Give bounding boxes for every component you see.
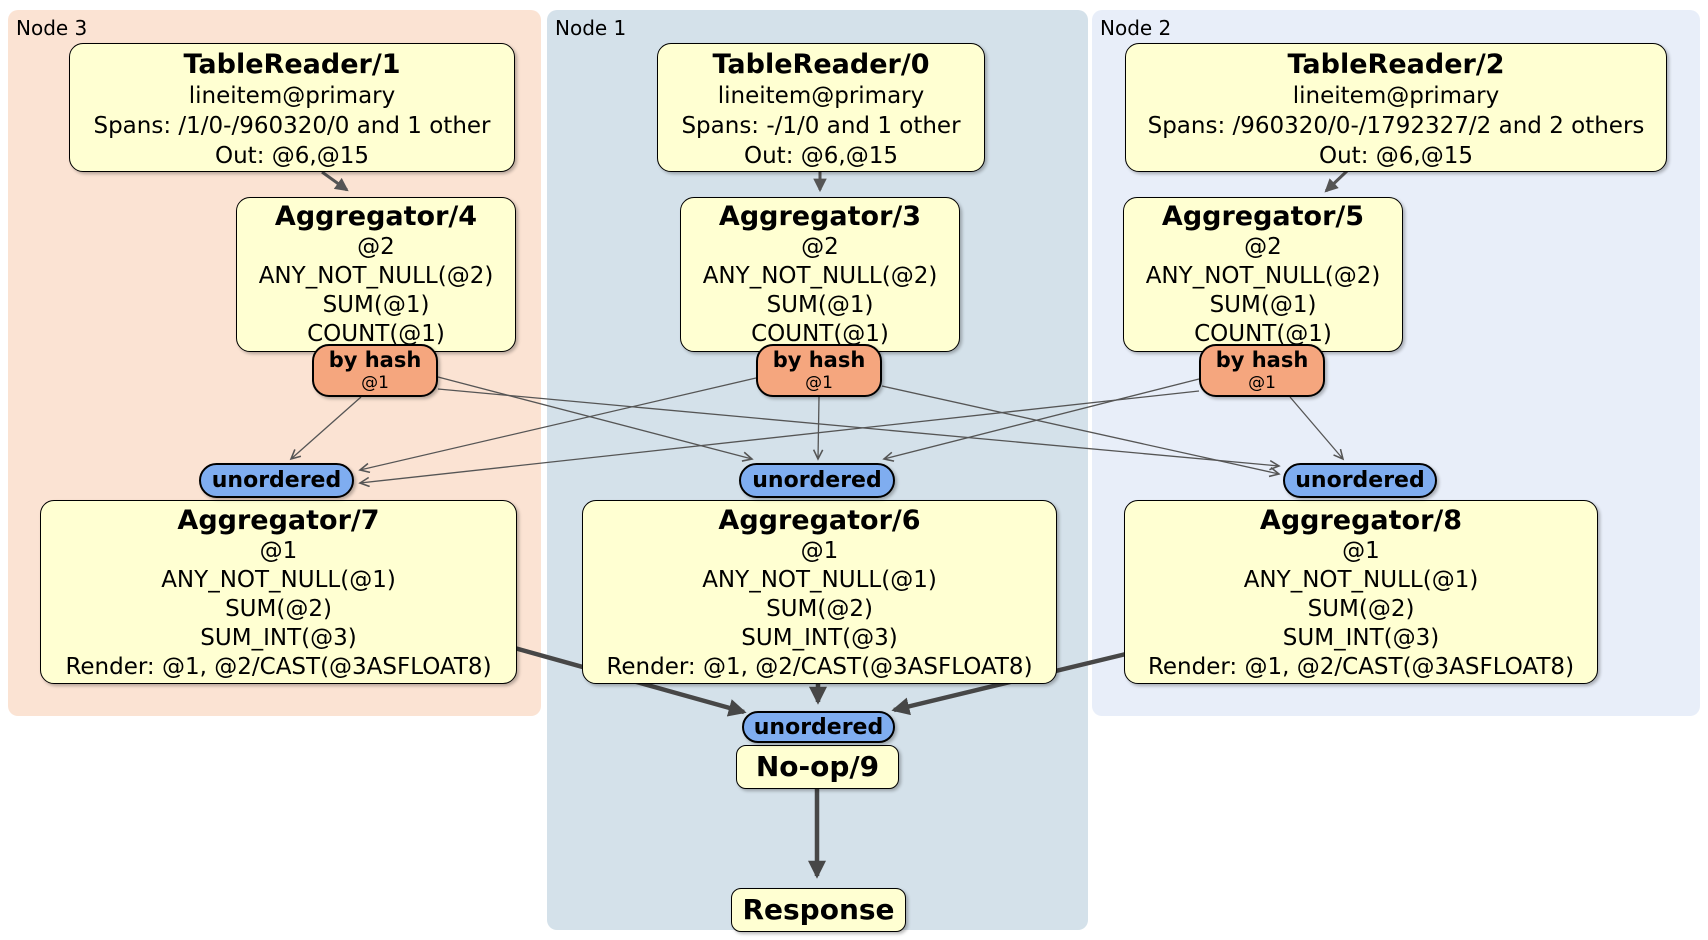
sync-label: unordered [752,468,882,493]
aggregator-6-box: Aggregator/6 @1 ANY_NOT_NULL(@1) SUM(@2)… [582,500,1057,684]
agg-func: SUM_INT(@3) [741,625,898,651]
router-label: by hash [328,348,422,372]
unordered-sync-agg8: unordered [1283,463,1437,498]
group-cols: @2 [1244,234,1282,260]
byhash-router-agg5: by hash @1 [1199,344,1325,397]
router-cols: @1 [361,373,389,393]
agg-func: COUNT(@1) [751,321,889,347]
processor-spans: Spans: /960320/0-/1792327/2 and 2 others [1147,113,1645,139]
render-expr: Render: @1, @2/CAST(@3ASFLOAT8) [606,654,1033,680]
group-cols: @1 [1342,538,1380,564]
processor-out: Out: @6,@15 [744,143,898,169]
agg-func: SUM(@2) [1307,596,1415,622]
processor-index: lineitem@primary [1292,83,1500,109]
node2-label: Node 2 [1100,16,1172,40]
node3-label: Node 3 [16,16,88,40]
processor-title: Response [742,893,895,926]
agg-func: ANY_NOT_NULL(@1) [161,567,396,593]
byhash-router-agg4: by hash @1 [312,344,438,397]
sync-label: unordered [753,714,884,740]
agg-func: SUM_INT(@3) [200,625,357,651]
group-cols: @1 [800,538,839,564]
aggregator-5-box: Aggregator/5 @2 ANY_NOT_NULL(@2) SUM(@1)… [1123,197,1403,352]
processor-title: TableReader/0 [712,49,930,80]
aggregator-8-box: Aggregator/8 @1 ANY_NOT_NULL(@1) SUM(@2)… [1124,500,1598,684]
processor-index: lineitem@primary [188,83,396,109]
router-cols: @1 [1248,373,1276,393]
router-label: by hash [1215,348,1309,372]
render-expr: Render: @1, @2/CAST(@3ASFLOAT8) [65,654,492,680]
router-label: by hash [772,348,866,372]
processor-spans: Spans: /1/0-/960320/0 and 1 other [93,113,491,139]
agg-func: ANY_NOT_NULL(@2) [258,263,494,289]
group-cols: @2 [357,234,395,260]
sync-label: unordered [1295,468,1425,493]
aggregator-7-box: Aggregator/7 @1 ANY_NOT_NULL(@1) SUM(@2)… [40,500,517,684]
render-expr: Render: @1, @2/CAST(@3ASFLOAT8) [1147,654,1575,680]
unordered-sync-noop: unordered [742,711,895,743]
agg-func: COUNT(@1) [307,321,445,347]
processor-spans: Spans: -/1/0 and 1 other [681,113,961,139]
processor-title: Aggregator/8 [1259,505,1463,536]
processor-title: No-op/9 [755,750,880,783]
agg-func: SUM(@2) [766,596,873,622]
response-box: Response [731,888,906,932]
processor-title: TableReader/1 [183,49,401,80]
group-cols: @2 [801,234,839,260]
router-cols: @1 [805,373,833,393]
processor-title: Aggregator/5 [1161,201,1365,232]
processor-out: Out: @6,@15 [215,143,369,169]
node1-label: Node 1 [555,16,627,40]
agg-func: SUM(@1) [766,292,874,318]
processor-title: Aggregator/7 [177,505,380,536]
tablereader-1-box: TableReader/1 lineitem@primary Spans: /1… [69,43,515,172]
agg-func: ANY_NOT_NULL(@2) [1145,263,1381,289]
processor-index: lineitem@primary [717,83,925,109]
agg-func: ANY_NOT_NULL(@2) [702,263,938,289]
tablereader-2-box: TableReader/2 lineitem@primary Spans: /9… [1125,43,1667,172]
agg-func: SUM_INT(@3) [1282,625,1440,651]
agg-func: SUM(@2) [225,596,332,622]
tablereader-0-box: TableReader/0 lineitem@primary Spans: -/… [657,43,985,172]
agg-func: COUNT(@1) [1194,321,1332,347]
processor-out: Out: @6,@15 [1319,143,1473,169]
processor-title: Aggregator/3 [718,201,922,232]
byhash-router-agg3: by hash @1 [756,344,882,397]
no-op-9-box: No-op/9 [736,745,899,789]
processor-title: Aggregator/4 [274,201,478,232]
processor-title: TableReader/2 [1287,49,1505,80]
agg-func: ANY_NOT_NULL(@1) [702,567,937,593]
aggregator-3-box: Aggregator/3 @2 ANY_NOT_NULL(@2) SUM(@1)… [680,197,960,352]
processor-title: Aggregator/6 [718,505,921,536]
unordered-sync-agg6: unordered [739,463,895,498]
unordered-sync-agg7: unordered [199,463,354,498]
aggregator-4-box: Aggregator/4 @2 ANY_NOT_NULL(@2) SUM(@1)… [236,197,516,352]
group-cols: @1 [259,538,298,564]
agg-func: SUM(@1) [1209,292,1317,318]
agg-func: ANY_NOT_NULL(@1) [1243,567,1479,593]
sync-label: unordered [211,468,342,493]
agg-func: SUM(@1) [322,292,430,318]
